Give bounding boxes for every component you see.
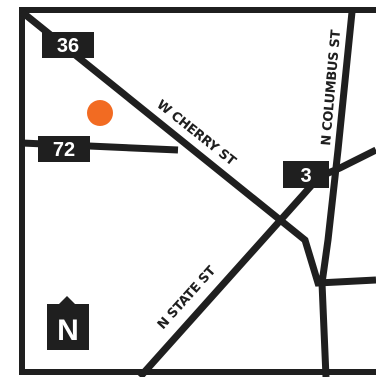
map-border [19,7,376,375]
north-arrow-icon: N [47,296,89,350]
north-arrow-label: N [57,314,79,347]
road-n-columbus-st [318,11,356,377]
road-w-cherry-st [19,9,376,287]
location-marker-icon[interactable] [87,100,113,126]
shield-route-36: 36 [42,32,94,58]
shield-route-72-label: 72 [53,139,75,161]
shield-route-3-label: 3 [300,165,311,187]
shield-route-3: 3 [283,161,329,188]
shield-route-72: 72 [38,136,90,162]
road-n-state-st [137,175,321,377]
shield-route-36-label: 36 [57,35,79,57]
label-w-cherry-st: W CHERRY ST [154,97,239,169]
